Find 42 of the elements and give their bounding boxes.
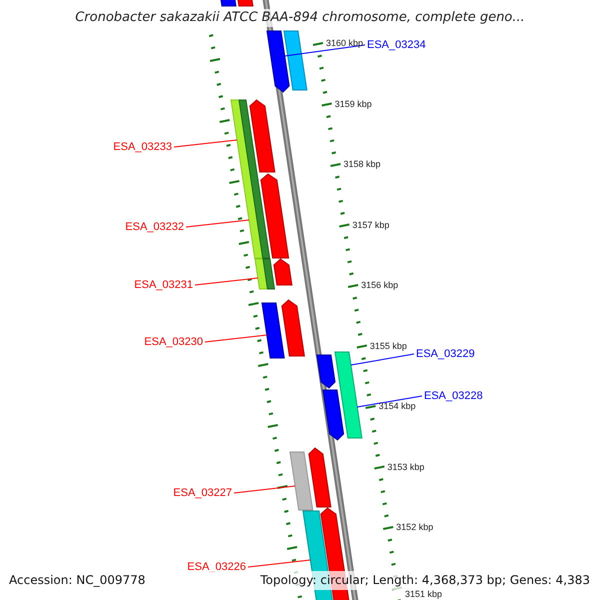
gene-feature: [261, 302, 285, 358]
scale-label: 3152 kbp: [396, 523, 434, 532]
gene-label: ESA_03226: [187, 560, 246, 574]
gene-label: ESA_03234: [367, 38, 426, 52]
gene-label: ESA_03233: [113, 140, 172, 154]
scale-label: 3156 kbp: [361, 281, 398, 290]
scale-label: 3151 kbp: [404, 590, 442, 599]
gene-label: ESA_03229: [416, 347, 475, 361]
leader-line: [248, 560, 311, 568]
gene-feature: [281, 299, 305, 356]
gene-feature: [322, 390, 344, 441]
leader-line: [186, 220, 250, 228]
scale-label: 3159 kbp: [334, 100, 372, 108]
scale-label: 3154 kbp: [378, 402, 416, 411]
gene-label: ESA_03228: [424, 389, 483, 403]
leader-line: [356, 396, 422, 408]
leader-line: [174, 140, 238, 148]
gene-label: ESA_03227: [173, 486, 232, 500]
gene-feature: [308, 447, 332, 508]
scale-label: 3153 kbp: [387, 462, 424, 472]
gene-label: ESA_03230: [144, 335, 203, 349]
gene-feature: [249, 99, 276, 172]
gene-label: ESA_03232: [125, 220, 184, 234]
leader-line: [194, 278, 258, 286]
leader-line: [350, 354, 414, 366]
leader-line: [234, 486, 296, 494]
gene-feature: [316, 354, 336, 389]
gene-feature: [273, 258, 292, 286]
scale-label: 3158 kbp: [344, 160, 381, 169]
gene-feature: [238, 100, 270, 258]
gene-feature: [283, 30, 308, 90]
leader-line: [284, 44, 366, 56]
gene-feature: [334, 352, 362, 438]
gene-label: ESA_03231: [134, 278, 193, 292]
gene-feature: [262, 258, 276, 290]
scale-label: 3157 kbp: [352, 220, 390, 230]
genome-stats-text: Topology: circular; Length: 4,368,373 bp; Genes: 4,383: [260, 573, 590, 588]
scale-label: 3160 kbp: [326, 39, 364, 48]
scale-label: 3155 kbp: [370, 342, 407, 350]
gene-feature: [266, 30, 290, 93]
accession-text: Accession: NC_009778: [9, 573, 146, 588]
gene-feature: [289, 452, 314, 510]
